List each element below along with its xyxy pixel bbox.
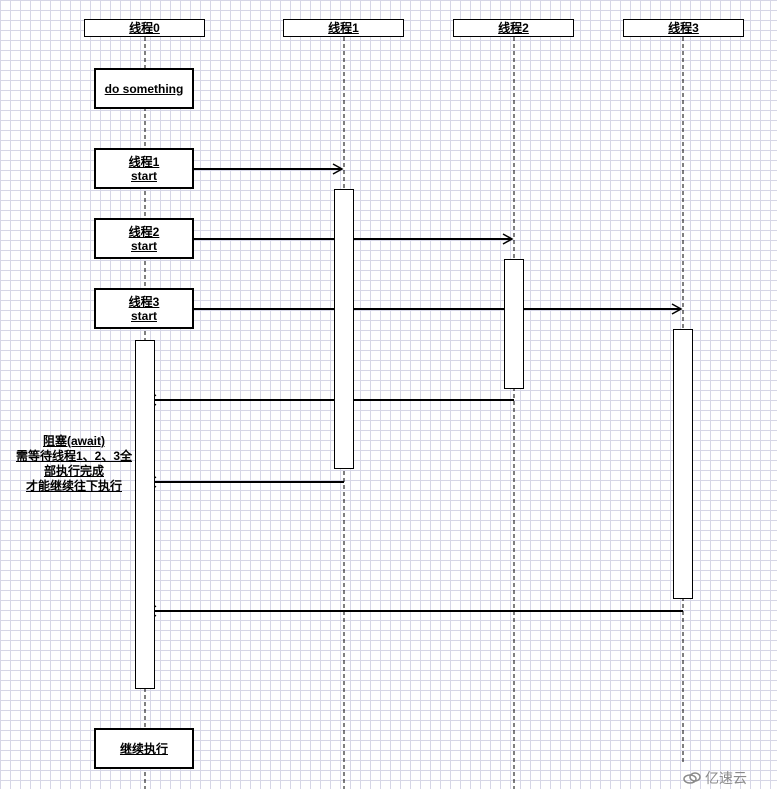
box-label-line1: 线程1 <box>128 154 160 169</box>
box-label-line2: start <box>130 238 157 253</box>
note-line: 部执行完成 <box>43 464 104 478</box>
lifeline-label: 线程1 <box>328 21 359 35</box>
watermark: 亿速云 <box>682 768 747 788</box>
activation-bar-t2 <box>504 259 524 389</box>
continue-box: 继续执行 <box>94 728 194 769</box>
activation-bar-t1 <box>334 189 354 469</box>
activation-bar-t0 <box>135 340 155 689</box>
watermark-text: 亿速云 <box>705 770 747 786</box>
lifeline-header-1: 线程1 <box>283 19 404 37</box>
note-line: 才能继续往下执行 <box>25 479 122 493</box>
note-line: 需等待线程1、2、3全 <box>15 449 133 463</box>
cloud-logo-icon <box>683 772 701 784</box>
box-label-line1: 线程2 <box>128 224 160 239</box>
lifeline-header-0: 线程0 <box>84 19 205 37</box>
lifeline-header-2: 线程2 <box>453 19 574 37</box>
blocking-note: 阻塞(await) 需等待线程1、2、3全 部执行完成 才能继续往下执行 <box>12 434 136 494</box>
lifeline-label: 线程3 <box>668 21 699 35</box>
do-something-box: do something <box>94 68 194 109</box>
activation-bar-t3 <box>673 329 693 599</box>
box-label-line1: 线程3 <box>128 294 160 309</box>
start-thread3-box: 线程3 start <box>94 288 194 329</box>
lifeline-header-3: 线程3 <box>623 19 744 37</box>
note-line: 阻塞(await) <box>42 434 105 448</box>
box-label: do something <box>104 81 184 96</box>
box-label-line2: start <box>130 168 157 183</box>
box-label-line2: start <box>130 308 157 323</box>
start-thread1-box: 线程1 start <box>94 148 194 189</box>
start-thread2-box: 线程2 start <box>94 218 194 259</box>
lifeline-label: 线程2 <box>498 21 529 35</box>
box-label: 继续执行 <box>119 741 168 756</box>
lifeline-label: 线程0 <box>129 21 160 35</box>
